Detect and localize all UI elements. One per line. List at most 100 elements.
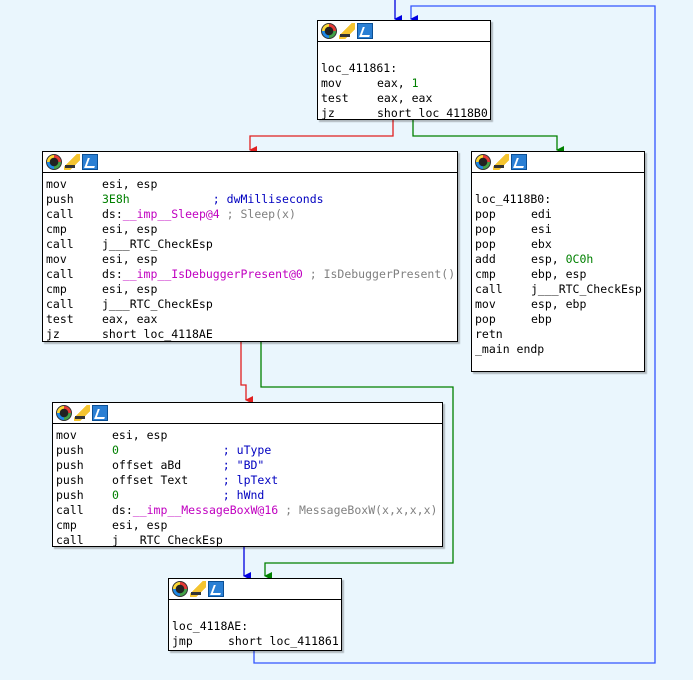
- asm-mnemonic: pop: [475, 312, 496, 326]
- block-header: [472, 152, 644, 173]
- asm-line[interactable]: pop edi: [475, 207, 641, 222]
- asm-mnemonic: call: [46, 297, 74, 311]
- asm-line[interactable]: [475, 177, 641, 192]
- block-header: [43, 152, 457, 173]
- asm-line[interactable]: loc_4118B0:: [475, 192, 641, 207]
- asm-line[interactable]: loc_4118AE:: [172, 619, 338, 634]
- asm-mnemonic: cmp: [46, 282, 67, 296]
- asm-line[interactable]: call j___RTC_CheckEsp: [46, 297, 454, 312]
- asm-mnemonic: add: [475, 252, 496, 266]
- asm-mnemonic: pop: [475, 207, 496, 221]
- asm-import: __imp__MessageBoxW@16: [132, 503, 279, 517]
- color-palette-icon[interactable]: [56, 405, 72, 421]
- color-palette-icon[interactable]: [321, 23, 337, 39]
- graph-overview-icon[interactable]: [82, 154, 98, 170]
- asm-operand: eax, eax: [377, 91, 433, 105]
- asm-mnemonic: test: [46, 312, 74, 326]
- rename-icon[interactable]: [64, 154, 80, 170]
- asm-operand: esi, esp: [112, 428, 168, 442]
- asm-mnemonic: call: [46, 267, 74, 281]
- asm-line[interactable]: [172, 604, 338, 619]
- asm-mnemonic: call: [46, 207, 74, 221]
- asm-operand: esp,: [531, 252, 566, 266]
- asm-comment: ; uType: [222, 443, 272, 457]
- asm-mnemonic: mov: [475, 297, 496, 311]
- color-palette-icon[interactable]: [475, 154, 491, 170]
- asm-comment: ; lpText: [222, 473, 279, 487]
- asm-mnemonic: push: [56, 458, 84, 472]
- graph-overview-icon[interactable]: [92, 405, 108, 421]
- rename-icon[interactable]: [190, 581, 206, 597]
- asm-import: __imp__IsDebuggerPresent@0: [122, 267, 303, 281]
- asm-line[interactable]: retn: [475, 327, 641, 342]
- asm-line[interactable]: _main endp: [475, 342, 641, 357]
- asm-operand: ds:: [102, 267, 123, 281]
- asm-line[interactable]: [321, 46, 487, 61]
- color-palette-icon[interactable]: [46, 154, 62, 170]
- graph-overview-icon[interactable]: [208, 581, 224, 597]
- asm-comment: ; "BD": [222, 458, 265, 472]
- asm-mnemonic: push: [56, 488, 84, 502]
- asm-mnemonic: call: [56, 503, 84, 517]
- rename-icon[interactable]: [493, 154, 509, 170]
- rename-icon[interactable]: [74, 405, 90, 421]
- asm-line[interactable]: push offset aBd ; "BD": [56, 458, 439, 473]
- rename-icon[interactable]: [339, 23, 355, 39]
- asm-line[interactable]: loc_411861:: [321, 61, 487, 76]
- true-edge-top-to-right: [412, 120, 564, 154]
- asm-mnemonic: mov: [56, 428, 77, 442]
- asm-mnemonic: cmp: [56, 518, 77, 532]
- graph-overview-icon[interactable]: [357, 23, 373, 39]
- asm-mnemonic: call: [46, 237, 74, 251]
- color-palette-icon[interactable]: [172, 581, 188, 597]
- asm-operand: offset aBd: [112, 458, 182, 472]
- asm-operand: short loc_4118AE: [102, 327, 213, 341]
- asm-mnemonic: cmp: [475, 267, 496, 281]
- asm-operand: edi: [531, 207, 552, 221]
- asm-operand: ebp: [531, 312, 552, 326]
- block-header: [169, 579, 341, 600]
- asm-line[interactable]: pop ebp: [475, 312, 641, 327]
- graph-overview-icon[interactable]: [511, 154, 527, 170]
- block-header: [318, 21, 490, 42]
- asm-operand: j___RTC_CheckEsp: [531, 282, 642, 296]
- false-edge-left-to-msg: [240, 342, 253, 404]
- asm-line[interactable]: mov esi, esp: [56, 428, 439, 443]
- asm-operand: j___RTC_CheckEsp: [102, 297, 213, 311]
